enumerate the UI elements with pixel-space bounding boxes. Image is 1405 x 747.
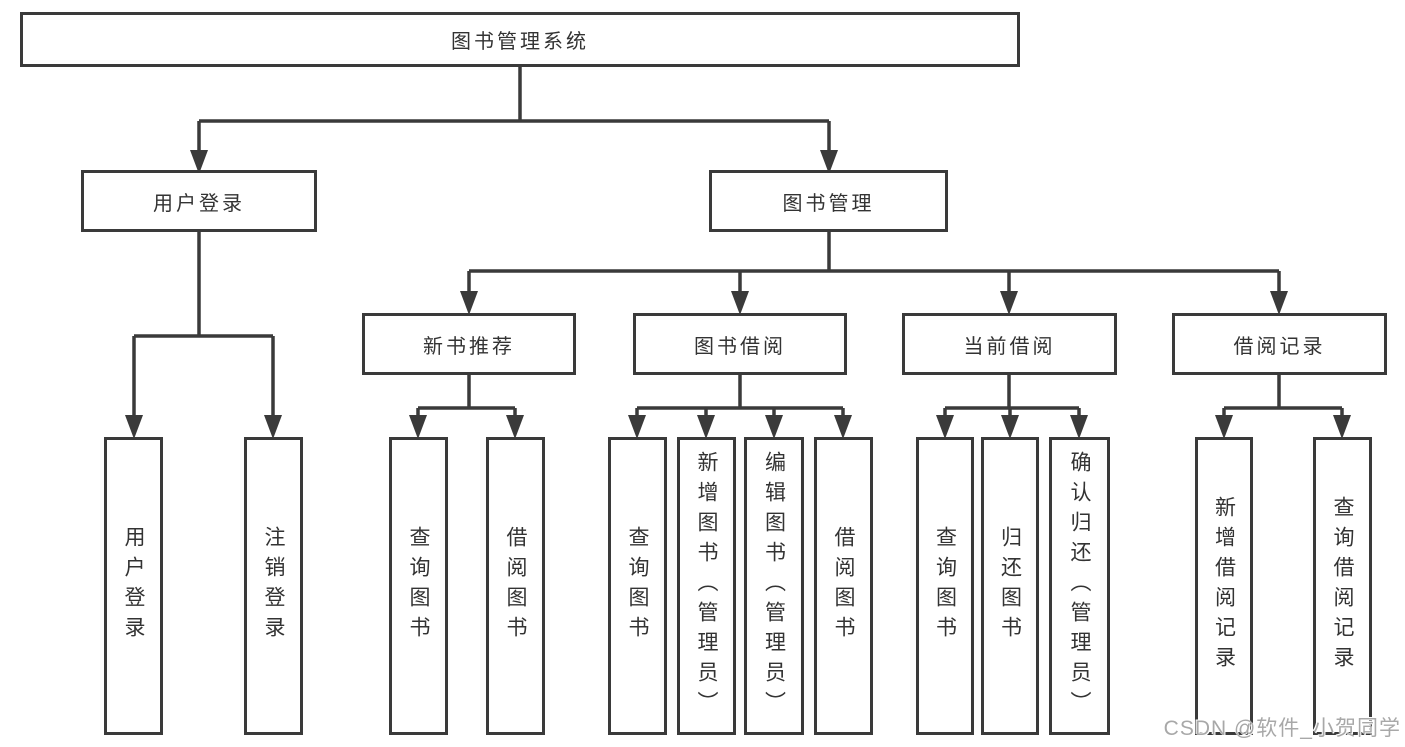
node-label: 图书借阅 <box>694 335 786 358</box>
node-label: 借阅图书 <box>832 526 855 646</box>
node-label: 借阅图书 <box>504 526 527 646</box>
node-leaf-logout: 注销登录 <box>244 437 303 735</box>
node-leaf-query-books-recommend: 查询图书 <box>389 437 448 735</box>
node-borrowing-records: 借阅记录 <box>1172 313 1387 375</box>
node-new-book-recommend: 新书推荐 <box>362 313 576 375</box>
csdn-watermark: CSDN @软件_小贺同学 <box>1163 717 1401 740</box>
node-leaf-edit-book-admin: 编辑图书（管理员） <box>744 437 804 735</box>
node-label: 新增图书（管理员） <box>695 451 718 721</box>
node-book-borrowing: 图书借阅 <box>633 313 847 375</box>
node-label: 查询图书 <box>933 526 957 646</box>
node-label: 归还图书 <box>998 526 1022 646</box>
node-label: 查询图书 <box>407 526 430 646</box>
node-label: 确认归还（管理员） <box>1068 451 1091 721</box>
node-label: 新增借阅记录 <box>1212 496 1236 676</box>
node-current-borrowing: 当前借阅 <box>902 313 1117 375</box>
node-leaf-query-books-current: 查询图书 <box>916 437 974 735</box>
node-label: 借阅记录 <box>1233 335 1326 358</box>
node-label: 用户登录 <box>122 526 145 646</box>
node-label: 编辑图书（管理员） <box>762 451 786 721</box>
arrowheads <box>125 150 1351 439</box>
node-user-login-branch: 用户登录 <box>81 170 317 232</box>
node-leaf-query-books-borrowing: 查询图书 <box>608 437 667 735</box>
node-label: 查询图书 <box>626 526 649 646</box>
node-leaf-add-book-admin: 新增图书（管理员） <box>677 437 736 735</box>
node-label: 新书推荐 <box>423 335 515 358</box>
node-leaf-borrow-books-borrowing: 借阅图书 <box>814 437 873 735</box>
node-leaf-borrow-books-recommend: 借阅图书 <box>486 437 545 735</box>
node-label: 当前借阅 <box>963 335 1056 358</box>
node-leaf-return-books: 归还图书 <box>981 437 1039 735</box>
node-leaf-confirm-return-admin: 确认归还（管理员） <box>1049 437 1110 735</box>
node-label: 注销登录 <box>262 526 285 646</box>
node-label: 图书管理系统 <box>451 31 589 53</box>
node-leaf-user-login: 用户登录 <box>104 437 163 735</box>
node-leaf-add-borrow-record: 新增借阅记录 <box>1195 437 1253 735</box>
node-leaf-query-borrow-record: 查询借阅记录 <box>1313 437 1372 735</box>
node-book-management: 图书管理 <box>709 170 948 232</box>
node-root: 图书管理系统 <box>20 12 1020 67</box>
node-label: 查询借阅记录 <box>1331 496 1354 676</box>
node-label: 用户登录 <box>153 192 245 215</box>
node-label: 图书管理 <box>782 192 875 215</box>
